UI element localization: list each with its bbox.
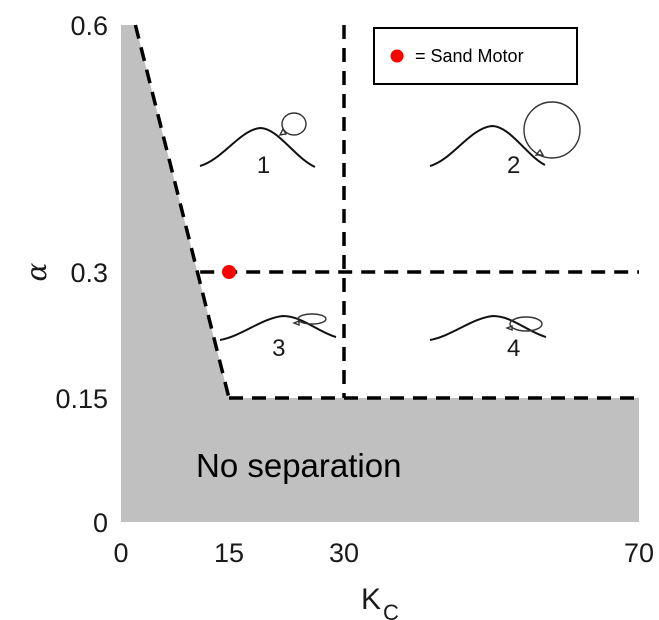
no-separation-region [121, 25, 639, 522]
legend-marker [390, 49, 404, 63]
boundary-line-1 [133, 24, 231, 399]
legend-label: = Sand Motor [415, 46, 524, 66]
region-label-3: 3 [272, 335, 285, 362]
region-label-1: 1 [257, 152, 270, 179]
y-axis-label: α [20, 262, 53, 281]
sand-motor-point [222, 265, 236, 279]
y-tick-label: 0.15 [55, 384, 108, 414]
y-tick-label: 0.6 [70, 11, 108, 41]
axis-ticks: 0 15 30 70 0 0.15 0.3 0.6 [55, 11, 654, 568]
sketch-regime-1 [199, 112, 316, 168]
legend-box [373, 27, 578, 85]
y-tick-label: 0 [93, 508, 108, 538]
sketch-regime-4 [429, 314, 547, 341]
x-axis-label-subscript: C [383, 600, 399, 620]
legend: = Sand Motor [373, 27, 578, 85]
x-tick-label: 30 [329, 538, 359, 568]
data-points [222, 265, 236, 279]
x-tick-label: 70 [624, 538, 654, 568]
region-labels: 1 2 3 4 [257, 152, 520, 362]
regime-boundaries [133, 24, 639, 400]
sketch-regime-3 [219, 313, 337, 341]
x-tick-label: 15 [214, 538, 244, 568]
no-separation-label: No separation [196, 447, 401, 484]
x-axis-title: K C [361, 583, 399, 620]
no-separation-area [121, 25, 639, 522]
x-tick-label: 0 [113, 538, 128, 568]
y-axis-title: α [20, 262, 53, 281]
region-label-2: 2 [507, 152, 520, 179]
x-axis-label: K [361, 583, 381, 616]
region-label-4: 4 [507, 335, 520, 362]
sketch-regime-2 [429, 101, 581, 167]
y-tick-label: 0.3 [70, 258, 108, 288]
